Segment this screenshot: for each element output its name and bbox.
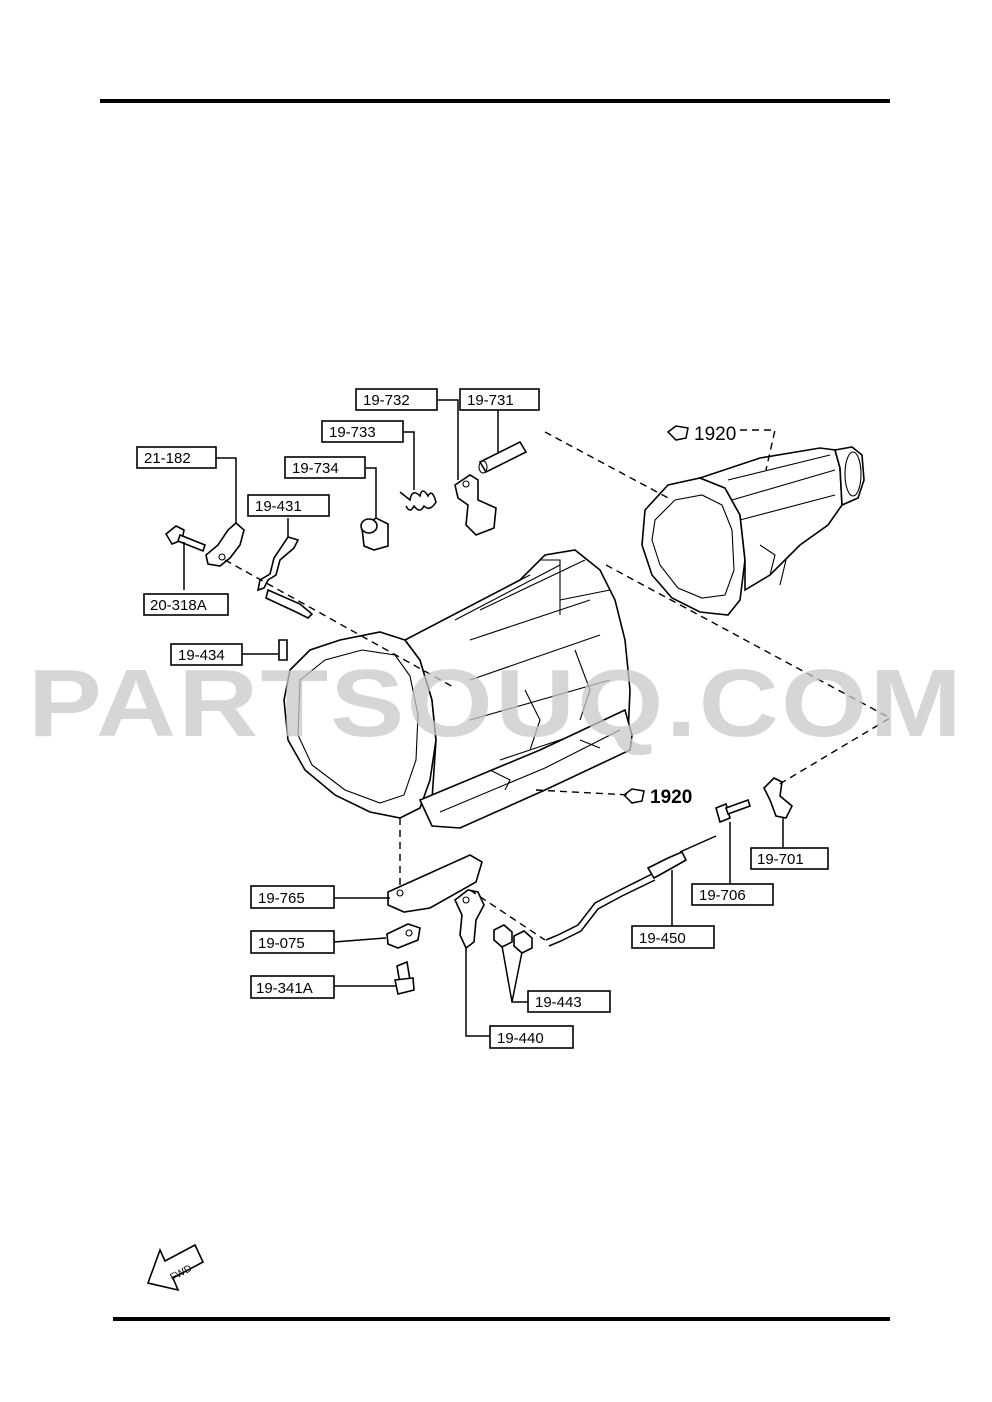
label-19-732: 19-732: [355, 388, 438, 411]
svg-text:19-443: 19-443: [535, 994, 582, 1011]
svg-text:19-732: 19-732: [363, 392, 410, 409]
svg-text:19-701: 19-701: [757, 851, 804, 868]
part-19-341a-bolt: [394, 960, 415, 995]
label-19-341a: 19-341A: [250, 975, 335, 999]
part-19-450-cable: [545, 835, 717, 947]
label-19-733: 19-733: [321, 420, 404, 443]
part-19-440-lever: [454, 889, 485, 950]
part-20-318a-bolt: [164, 525, 206, 553]
label-19-075: 19-075: [250, 930, 335, 954]
part-19-706-bolt: [715, 798, 752, 824]
ref-pointer-icon: [622, 788, 645, 804]
label-19-701: 19-701: [750, 847, 829, 870]
label-19-443: 19-443: [527, 990, 611, 1013]
svg-text:19-341A: 19-341A: [256, 980, 313, 997]
label-19-731: 19-731: [459, 388, 540, 411]
svg-text:19-731: 19-731: [467, 392, 514, 409]
extension-housing: [641, 446, 865, 616]
watermark: PARTSOUQ.COM: [28, 650, 964, 757]
part-19-434-pin: [278, 639, 288, 661]
part-19-733-spring: [399, 490, 437, 511]
label-19-434: 19-434: [170, 643, 243, 666]
assembly-lines: [224, 429, 892, 941]
label-19-734: 19-734: [284, 456, 366, 479]
ref-1920-top-text: 1920: [694, 424, 736, 445]
svg-text:19-434: 19-434: [178, 647, 225, 664]
part-19-765-plate: [387, 854, 483, 913]
label-19-450: 19-450: [631, 925, 715, 949]
part-19-431-shaft: [256, 536, 314, 619]
label-19-706: 19-706: [691, 883, 774, 906]
transmission-case: [283, 549, 633, 829]
svg-text:21-182: 21-182: [144, 450, 191, 467]
ref-1920-bottom-text: 1920: [650, 787, 692, 808]
part-19-731-pin: [478, 440, 528, 474]
label-21-182: 21-182: [136, 446, 217, 469]
ref-1920-top: 1920: [666, 424, 736, 445]
svg-text:19-440: 19-440: [497, 1030, 544, 1047]
part-21-182-lever: [205, 521, 245, 567]
label-19-765: 19-765: [250, 885, 335, 909]
svg-text:19-450: 19-450: [639, 930, 686, 947]
svg-text:20-318A: 20-318A: [150, 597, 207, 614]
svg-text:19-431: 19-431: [255, 498, 302, 515]
fwd-arrow-icon: FWD: [146, 1243, 205, 1292]
ref-pointer-icon: [666, 425, 689, 441]
label-19-440: 19-440: [489, 1025, 574, 1049]
svg-text:19-734: 19-734: [292, 460, 339, 477]
label-20-318a: 20-318A: [143, 593, 229, 616]
part-19-075-washer: [386, 923, 421, 949]
part-19-734-bushing: [360, 517, 389, 551]
svg-text:19-075: 19-075: [258, 935, 305, 952]
part-19-443-nuts: [493, 924, 533, 954]
part-19-701-bracket: [763, 777, 793, 819]
part-19-732-lever: [454, 474, 497, 536]
ref-1920-bottom: 1920: [622, 787, 692, 808]
svg-text:19-733: 19-733: [329, 424, 376, 441]
svg-text:19-706: 19-706: [699, 887, 746, 904]
svg-text:19-765: 19-765: [258, 890, 305, 907]
label-19-431: 19-431: [247, 494, 330, 517]
